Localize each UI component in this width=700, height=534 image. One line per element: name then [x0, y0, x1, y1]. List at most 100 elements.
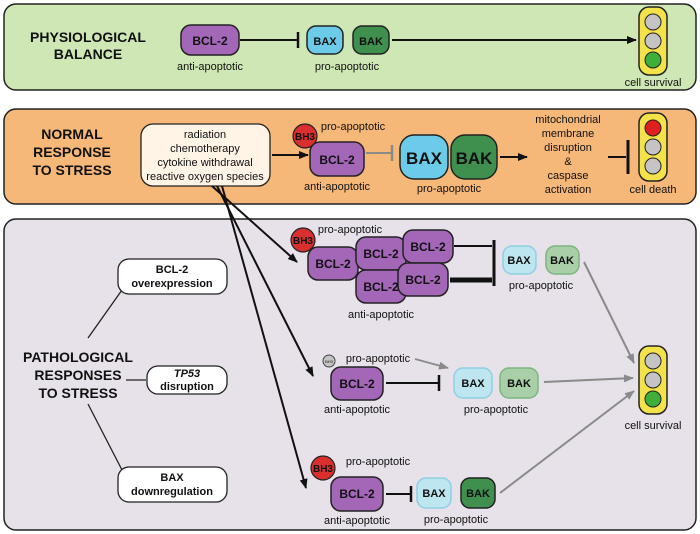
bcl2-label: BCL-2: [319, 153, 355, 167]
bax-label: BAX: [406, 149, 443, 168]
anti-apoptotic-label: anti-apoptotic: [324, 515, 391, 527]
bcl2-protein: [397, 262, 449, 297]
bcl2-label: BCL-2: [405, 273, 441, 287]
cause1-line2: overexpression: [131, 278, 213, 290]
panel-title-line2: RESPONSES: [34, 367, 121, 383]
anti-apoptotic-label: anti-apoptotic: [324, 404, 391, 416]
pro-apoptotic-label: pro-apoptotic: [417, 183, 482, 195]
bak-label: BAK: [550, 255, 574, 267]
pathological-responses-panel: PATHOLOGICAL RESPONSES TO STRESS BCL-2 o…: [3, 185, 697, 531]
effect-line2: membrane: [542, 128, 595, 140]
bcl2-protein: [330, 476, 384, 512]
effect-line5: caspase: [548, 170, 589, 182]
bcl2-label: BCL-2: [363, 280, 399, 294]
bak-protein: [460, 477, 496, 509]
bak-label: BAK: [466, 488, 490, 500]
grey-arrow-bh3-to-bax: [414, 358, 449, 370]
effect-line4: &: [564, 156, 572, 168]
bh3-label: BH3: [293, 236, 313, 247]
outcome-label: cell survival: [625, 420, 682, 432]
bh3-pro-apoptotic-label: pro-apoptotic: [346, 353, 411, 365]
panel-background: [3, 3, 697, 91]
outcome-label: cell death: [629, 184, 676, 196]
cause2-italic: TP53: [174, 368, 200, 380]
connector-to-cause1: [87, 289, 123, 339]
bh3-protein: [310, 455, 336, 481]
stress-line3: cytokine withdrawal: [157, 157, 252, 169]
panel-title-line1: PATHOLOGICAL: [23, 349, 133, 365]
grey-arrow-to-survival: [543, 374, 634, 383]
bh3-pro-apoptotic-label: pro-apoptotic: [346, 456, 411, 468]
bcl2-protein: [309, 141, 365, 177]
cause-box-3: [117, 466, 228, 503]
cause3-line1: BAX: [160, 472, 184, 484]
bh3-pro-apoptotic-label: pro-apoptotic: [321, 121, 386, 133]
bax-protein: [306, 25, 344, 55]
bcl2-label: BCL-2: [339, 487, 375, 501]
cause2-text: disruption: [160, 381, 214, 393]
bh3-protein: [292, 123, 318, 149]
panel-title-line1: PHYSIOLOGICAL: [30, 29, 146, 45]
pro-apoptotic-label: pro-apoptotic: [315, 61, 380, 73]
pro-apoptotic-label: pro-apoptotic: [464, 404, 529, 416]
row-tp53-disruption: BH3 pro-apoptotic BCL-2 anti-apoptotic B…: [322, 353, 634, 416]
stress-stimuli-box: [140, 123, 271, 187]
anti-apoptotic-label: anti-apoptotic: [348, 309, 415, 321]
arrow-stress-to-row3: [221, 185, 308, 489]
physiological-balance-panel: PHYSIOLOGICAL BALANCE BCL-2 anti-apoptot…: [3, 3, 697, 91]
panel-title-line3: TO STRESS: [32, 162, 111, 178]
traffic-light-icon: [638, 112, 668, 182]
bcl2-label: BCL-2: [315, 257, 351, 271]
bcl2-label: BCL-2: [363, 247, 399, 261]
bax-protein: [416, 477, 452, 509]
bak-label: BAK: [456, 149, 494, 168]
outcome-label: cell survival: [625, 77, 682, 89]
bcl2-label: BCL-2: [339, 377, 375, 391]
bh3-small-label: BH3: [325, 359, 334, 364]
bax-label: BAX: [461, 378, 485, 390]
pro-apoptotic-label: pro-apoptotic: [509, 280, 574, 292]
cause1-line1: BCL-2: [156, 264, 188, 276]
arrow-stress-to-row2: [216, 185, 314, 377]
normal-response-panel: NORMAL RESPONSE TO STRESS radiation chem…: [3, 108, 697, 205]
panel-title-line2: BALANCE: [54, 46, 122, 62]
grey-arrow-to-survival: [499, 390, 635, 494]
effect-line1: mitochondrial: [535, 114, 600, 126]
bak-protein: [352, 25, 390, 55]
row-bax-downregulation: BH3 pro-apoptotic BCL-2 anti-apoptotic B…: [310, 390, 635, 527]
connector-to-cause3: [87, 403, 123, 471]
bh3-pro-apoptotic-label: pro-apoptotic: [318, 224, 383, 236]
bax-protein: [399, 134, 449, 180]
panel-title-line3: TO STRESS: [38, 385, 117, 401]
bh3-protein: [290, 227, 316, 253]
bh3-protein-small: [322, 354, 336, 368]
row-bcl2-overexpression: BH3 pro-apoptotic BCL-2 BCL-2 BCL-2 BCL-…: [290, 224, 635, 364]
cause3-line2: downregulation: [131, 486, 213, 498]
anti-apoptotic-label: anti-apoptotic: [304, 181, 371, 193]
cause-box-2: [146, 365, 228, 395]
bax-label: BAX: [313, 36, 337, 48]
bax-label: BAX: [422, 488, 446, 500]
stress-line4: reactive oxygen species: [146, 171, 264, 183]
bak-label: BAK: [507, 378, 531, 390]
grey-arrow-to-survival: [583, 261, 635, 364]
effect-line3: disruption: [544, 142, 592, 154]
bh3-label: BH3: [313, 464, 333, 475]
traffic-light-icon: [638, 6, 668, 76]
bh3-label: BH3: [295, 132, 315, 143]
bcl2-label: BCL-2: [192, 34, 228, 48]
bcl2-protein: [330, 366, 384, 401]
bak-protein: [499, 367, 539, 399]
bax-label: BAX: [507, 255, 531, 267]
bcl2-protein: [180, 24, 240, 56]
cause-box-1: [117, 258, 228, 295]
stress-line1: radiation: [184, 129, 226, 141]
bak-protein: [545, 245, 580, 275]
panel-title-line1: NORMAL: [41, 126, 103, 142]
bax-protein: [453, 367, 493, 399]
bcl2-label: BCL-2: [410, 240, 446, 254]
anti-apoptotic-label: anti-apoptotic: [177, 61, 244, 73]
pro-apoptotic-label: pro-apoptotic: [424, 514, 489, 526]
bak-label: BAK: [359, 36, 383, 48]
